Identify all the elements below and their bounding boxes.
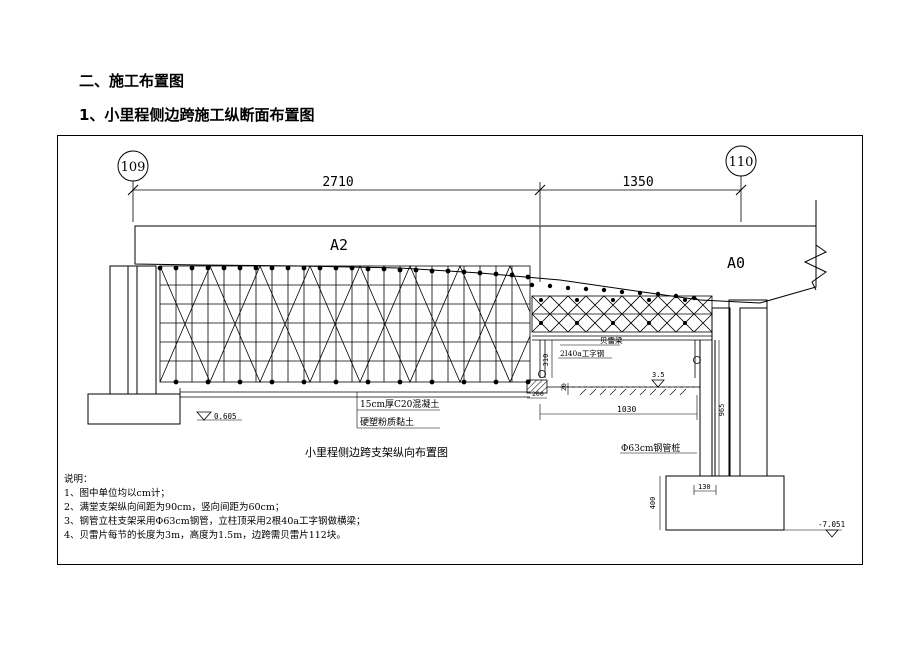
svg-text:400: 400 [649, 497, 657, 510]
notes-title: 说明： [64, 474, 93, 485]
pier-109-marker: 109 [117, 150, 149, 222]
block-a2-label: A2 [330, 236, 348, 254]
bailey-label: 贝雷梁 [600, 336, 623, 345]
pier-110-label: 110 [729, 155, 754, 170]
dim-400: 400 [649, 476, 661, 530]
section-heading: 二、施工布置图 [79, 72, 185, 90]
dim-1030: 1030 [617, 405, 636, 414]
elevation-marker-7051: -7.051 [784, 520, 845, 538]
pile-label: Φ63cm钢管桩 [620, 442, 697, 454]
box-girder [134, 200, 827, 304]
dim-130: 130 [693, 483, 717, 495]
note-item: 4、贝雷片每节的长度为3m，高度为1.5m，边跨需贝雷片112块。 [64, 530, 346, 541]
bottom-dimensions [527, 383, 698, 420]
ground-hatch [579, 388, 687, 396]
truss-labels: 贝雷梁 2I40a工字钢 [558, 336, 623, 359]
note-item: 2、满堂支架纵向间距为90cm，竖向间距为60cm； [64, 502, 285, 513]
pile-label-text: Φ63cm钢管桩 [621, 442, 680, 454]
i-beam-support [532, 335, 712, 378]
elevation-marker-0605: 0.605 [196, 411, 242, 421]
clay-layer-label: 硬塑粉质黏土 [360, 416, 414, 428]
right-pier [665, 299, 785, 531]
notes-block: 说明： 1、图中单位均以cm计； 2、满堂支架纵向间距为90cm，竖向间距为60… [64, 473, 366, 543]
pier-109-label: 109 [121, 160, 146, 175]
dim-20: 20 [560, 383, 568, 391]
bailey-nodes [529, 282, 697, 325]
drawing-caption: 小里程侧边跨支架纵向布置图 [305, 446, 448, 459]
drawing-frame [57, 135, 863, 565]
bailey-truss [531, 295, 713, 333]
span-right-dimension: 1350 [622, 175, 653, 190]
dim-310: 310 [542, 340, 553, 378]
note-item: 3、钢管立柱支架采用Φ63cm钢管，立柱顶采用2根40a工字钢做横梁； [64, 516, 366, 527]
dim-965: 965 [718, 340, 726, 476]
scaffold-foundation [179, 388, 530, 424]
left-pier [87, 265, 181, 425]
svg-text:3.5: 3.5 [652, 371, 665, 379]
svg-text:130: 130 [698, 483, 711, 491]
svg-text:310: 310 [542, 354, 550, 367]
span-left-dimension: 2710 [322, 175, 353, 190]
dim-200: 200 [532, 390, 544, 398]
svg-text:-7.051: -7.051 [818, 520, 845, 529]
scaffold-top-nodes [157, 265, 531, 385]
svg-text:965: 965 [718, 404, 726, 417]
ibeam-label: 2I40a工字钢 [560, 348, 604, 358]
full-scaffold [159, 264, 531, 384]
soil-layer-labels: 15cm厚C20混凝土 硬塑粉质黏土 [356, 392, 440, 429]
pier-110-marker: 110 [725, 145, 757, 222]
block-a0-label: A0 [727, 254, 745, 272]
subsection-heading: 1、小里程侧边跨施工纵断面布置图 [79, 106, 315, 124]
left-pile-base [526, 379, 700, 394]
elevation-marker-35: 3.5 [651, 371, 665, 388]
note-item: 1、图中单位均以cm计； [64, 488, 170, 499]
span-dimension: 2710 1350 [127, 175, 747, 225]
concrete-layer-label: 15cm厚C20混凝土 [360, 398, 439, 410]
elevation-0605-label: 0.605 [214, 412, 237, 421]
